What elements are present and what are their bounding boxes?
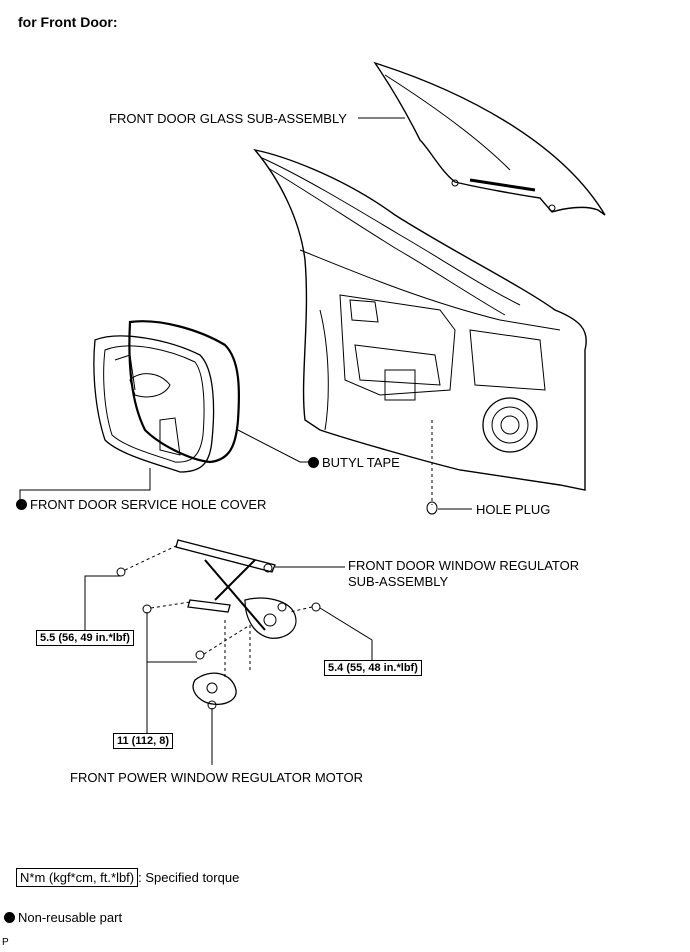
non-reusable-dot-icon [16,499,27,510]
legend-nonreusable: Non-reusable part [4,910,122,925]
door-glass-drawing [373,61,606,216]
torque-leader-2 [319,607,373,660]
label-regulator-line1: FRONT DOOR WINDOW REGULATOR [348,558,580,573]
non-reusable-dot-icon [308,457,319,468]
butyl-leader-line [237,429,308,463]
service-hole-cover-text: FRONT DOOR SERVICE HOLE COVER [30,497,267,512]
torque-spec-1: 5.5 (56, 49 in.*lbf) [36,630,134,646]
regulator-motor-drawing [192,672,237,710]
torque-spec-2: 5.4 (55, 48 in.*lbf) [324,660,422,676]
label-service-hole-cover: FRONT DOOR SERVICE HOLE COVER [16,497,266,512]
non-reusable-dot-icon [4,912,15,923]
footer-code: P [2,937,9,948]
hole-plug-part [426,501,438,515]
label-butyl-tape: BUTYL TAPE [308,455,400,470]
legend-torque-desc: : Specified torque [138,870,240,885]
assembly-dashed-lines [124,544,313,680]
page-heading: for Front Door: [18,14,118,30]
window-regulator-drawing [175,539,297,639]
label-regulator-motor: FRONT POWER WINDOW REGULATOR MOTOR [70,770,363,785]
legend-torque-box: N*m (kgf*cm, ft.*lbf) [16,868,139,887]
legend-torque: N*m (kgf*cm, ft.*lbf): Specified torque [16,868,240,887]
label-front-door-glass: FRONT DOOR GLASS SUB-ASSEMBLY [109,111,347,126]
service-hole-cover-drawing [93,320,241,473]
torque-leader-1 [84,575,120,630]
door-panel-drawing [253,148,587,491]
torque-leader-3a [146,661,197,733]
legend-nonreusable-text: Non-reusable part [18,910,123,925]
label-regulator-line2: SUB-ASSEMBLY [348,574,449,589]
cover-leader-line [19,468,151,502]
torque-spec-3: 11 (112, 8) [113,733,173,749]
label-hole-plug: HOLE PLUG [476,502,551,517]
butyl-tape-text: BUTYL TAPE [322,455,400,470]
